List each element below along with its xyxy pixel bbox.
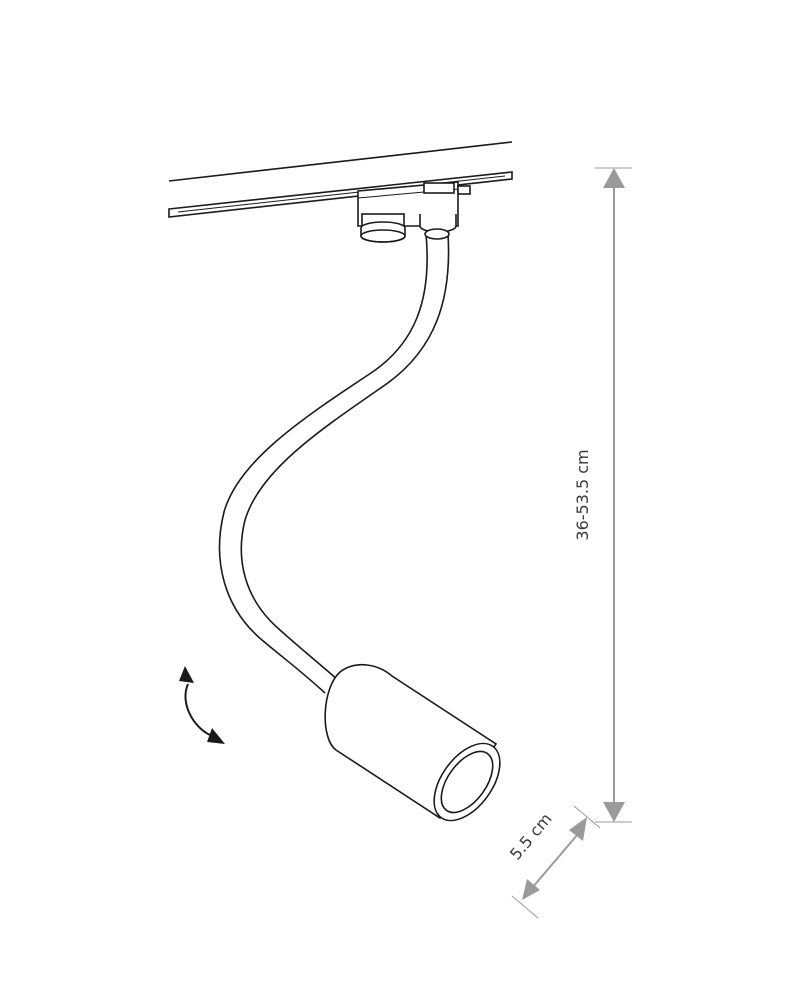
diameter-dimension-label: 5.5 cm (506, 809, 556, 863)
lamp-head (324, 664, 501, 822)
diameter-dimension (511, 805, 601, 919)
rotation-arrow-icon (179, 666, 225, 744)
flexible-arm (218, 228, 450, 694)
height-dimension (595, 167, 632, 823)
track-rail (168, 141, 513, 218)
height-dimension-label: 36-53.5 cm (573, 449, 592, 540)
track-adapter (357, 181, 471, 243)
